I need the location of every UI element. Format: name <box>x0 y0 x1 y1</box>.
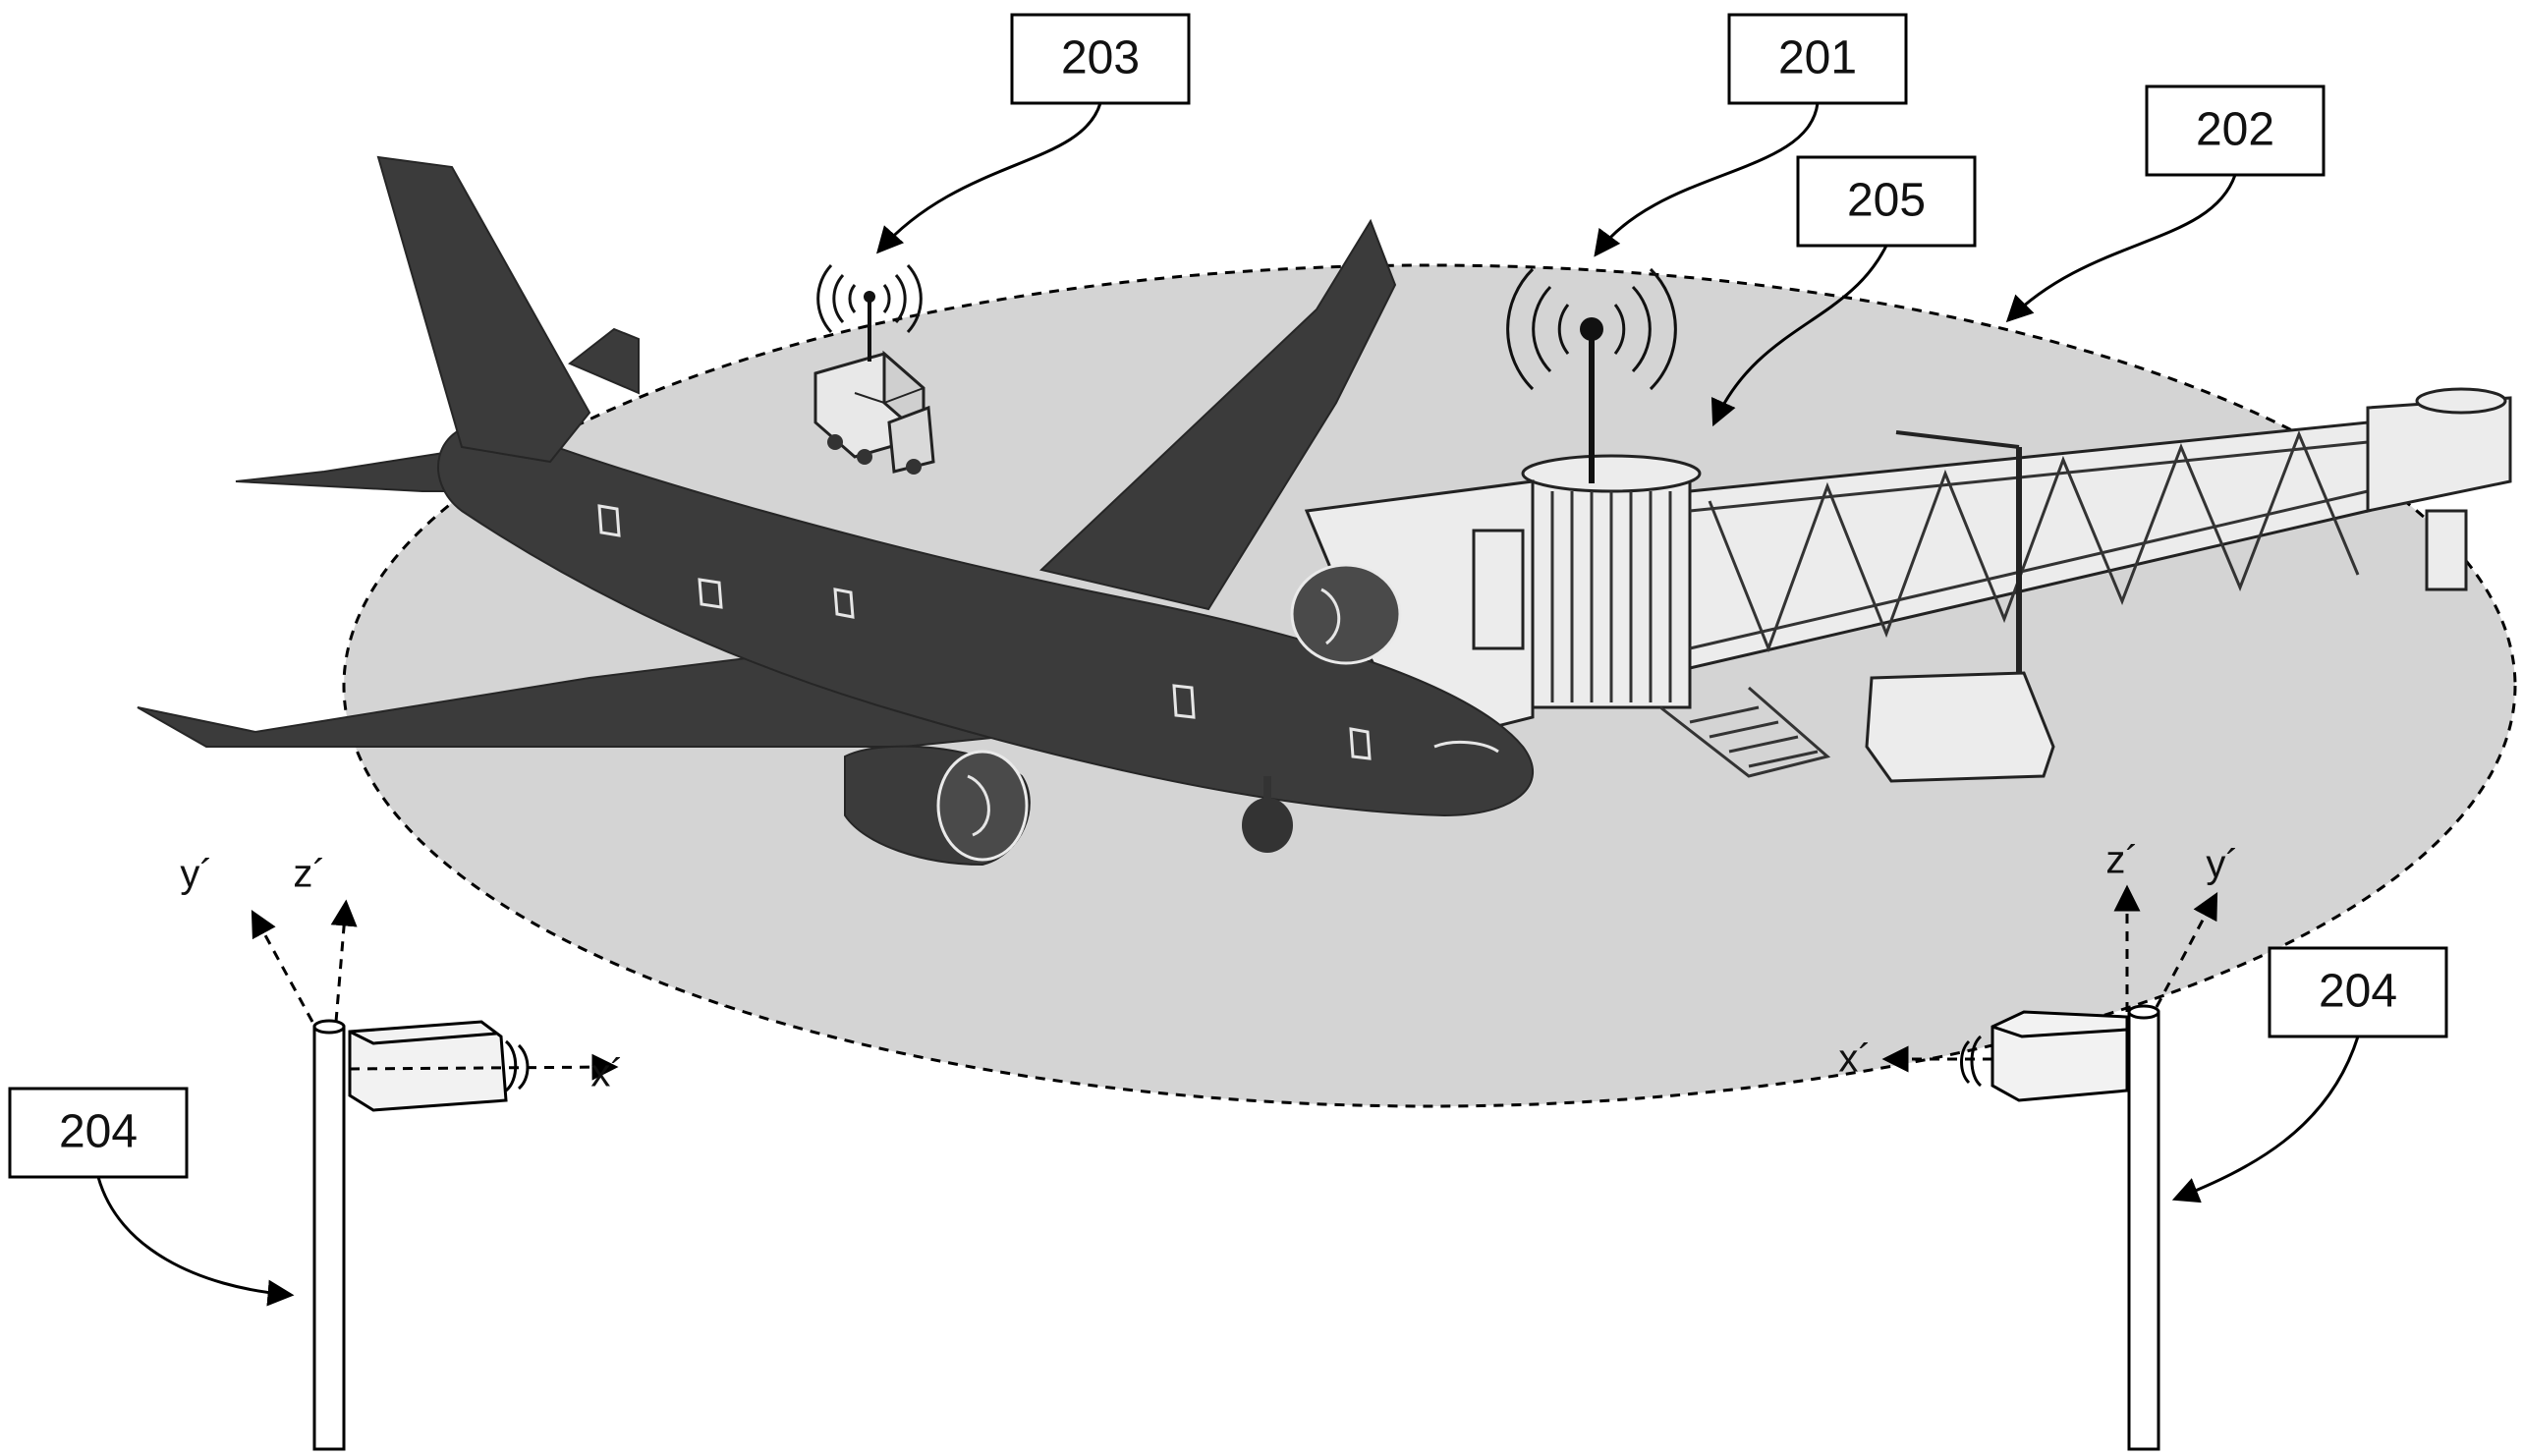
label-201: 201 <box>1594 13 1908 257</box>
jet-bridge <box>1304 387 2512 783</box>
truck-signal-waves <box>816 263 923 334</box>
antenna-signal-waves <box>1506 267 1677 391</box>
label-203: 203 <box>875 13 1191 254</box>
label-204-right-text: 204 <box>2319 966 2397 1018</box>
label-205-text: 205 <box>1847 175 1926 227</box>
left-camera-icon <box>348 1020 530 1112</box>
right-camera-icon <box>1960 1010 2129 1102</box>
right-axis-z-label: z´ <box>2105 839 2138 882</box>
label-204-left-text: 204 <box>59 1106 138 1158</box>
left-camera-pole <box>312 1019 346 1451</box>
label-202: 202 <box>2005 84 2326 323</box>
label-205: 205 <box>1710 155 1977 427</box>
truck-icon <box>813 291 935 475</box>
right-camera-axes: z´ y´ x´ <box>1838 839 2238 1081</box>
left-axis-x-label: x´ <box>590 1052 623 1095</box>
label-204-right: 204 <box>2171 946 2448 1204</box>
label-204-left: 204 <box>8 1087 295 1307</box>
left-camera-axes: y´ z´ x´ <box>180 853 623 1095</box>
right-axis-y-label: y´ <box>2206 843 2238 886</box>
left-axis-y-label: y´ <box>180 853 212 896</box>
label-202-text: 202 <box>2196 104 2274 156</box>
right-camera-pole <box>2127 1004 2160 1451</box>
right-axis-x-label: x´ <box>1838 1037 1871 1081</box>
label-201-text: 201 <box>1778 32 1857 84</box>
aircraft <box>137 155 1535 867</box>
label-203-text: 203 <box>1061 32 1140 84</box>
radio-antenna-icon <box>1580 317 1603 483</box>
left-axis-z-label: z´ <box>293 853 325 896</box>
